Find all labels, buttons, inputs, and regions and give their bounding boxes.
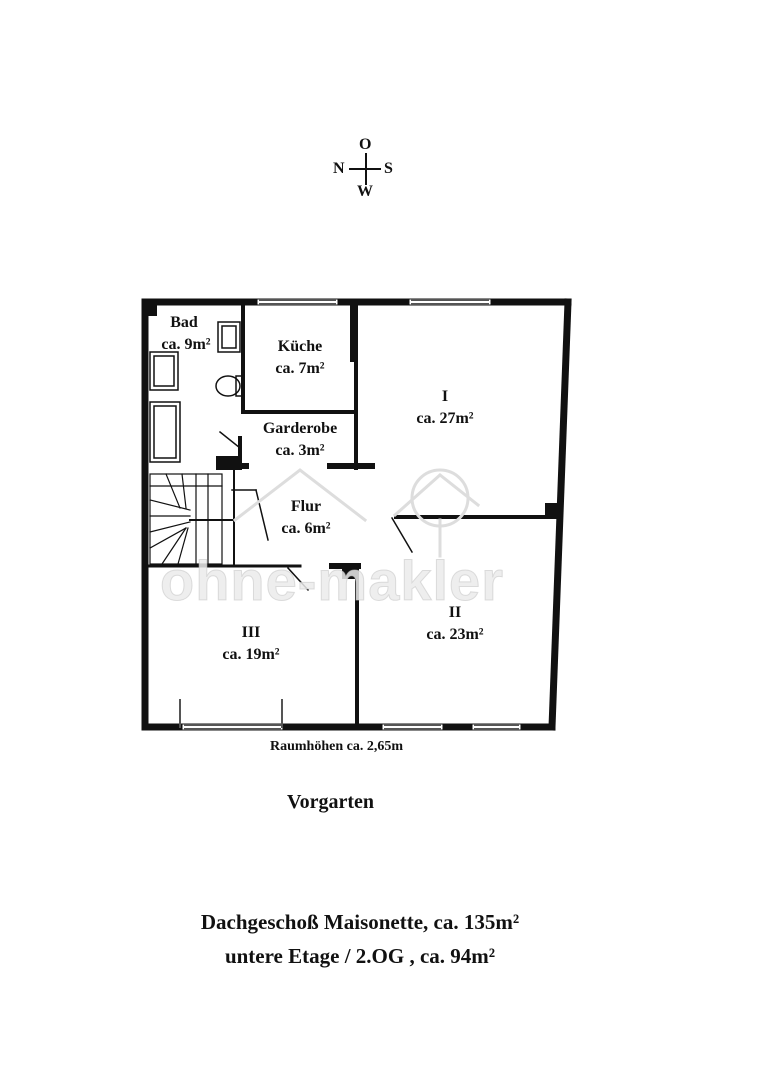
room-garderobe-label: Garderobe ca. 3m² xyxy=(246,418,354,462)
room-kueche-area: ca. 7m² xyxy=(275,360,325,377)
garden-label: Vorgarten xyxy=(287,791,375,813)
compass-vertical-line xyxy=(365,153,367,185)
compass-west-label: W xyxy=(357,183,373,200)
room-kueche-label: Küche ca. 7m² xyxy=(250,336,350,380)
room-2-area: ca. 23m² xyxy=(426,626,484,643)
watermark-text: ohne-makler xyxy=(160,549,504,613)
bath-fixtures xyxy=(149,321,243,463)
staircase xyxy=(149,473,223,565)
ceiling-height-note: Raumhöhen ca. 2,65m xyxy=(270,739,404,754)
caption-line-2: untere Etage / 2.OG , ca. 94m² xyxy=(224,944,496,968)
room-flur-label: Flur ca. 6m² xyxy=(256,496,356,540)
compass: O N S W xyxy=(330,134,402,202)
compass-north-label: N xyxy=(333,160,345,177)
room-garderobe-name: Garderobe xyxy=(262,420,338,437)
room-kueche-name: Küche xyxy=(277,338,323,355)
door-swings xyxy=(218,430,414,592)
pillars xyxy=(145,302,561,579)
room-bad-label: Bad ca. 9m² xyxy=(150,312,240,356)
compass-east-label: O xyxy=(359,136,372,153)
room-2-label: II ca. 23m² xyxy=(400,602,510,646)
room-bad-name: Bad xyxy=(170,314,198,331)
room-3-label: III ca. 19m² xyxy=(196,622,306,666)
room-flur-name: Flur xyxy=(290,498,322,515)
room-flur-area: ca. 6m² xyxy=(281,520,331,537)
room-3-name: III xyxy=(241,624,261,641)
room-1-label: I ca. 27m² xyxy=(390,386,500,430)
room-2-name: II xyxy=(448,604,462,621)
caption-line-1: Dachgeschoß Maisonette, ca. 135m² xyxy=(200,910,520,934)
room-bad-area: ca. 9m² xyxy=(161,336,211,353)
room-garderobe-area: ca. 3m² xyxy=(275,442,325,459)
watermark-logo xyxy=(232,468,481,558)
compass-south-label: S xyxy=(384,160,393,177)
room-1-name: I xyxy=(441,388,449,405)
room-3-area: ca. 19m² xyxy=(222,646,280,663)
room-1-area: ca. 27m² xyxy=(416,410,474,427)
windows xyxy=(179,299,521,730)
